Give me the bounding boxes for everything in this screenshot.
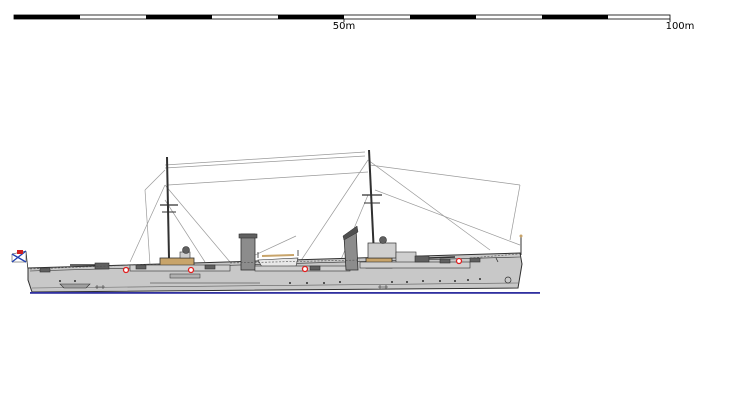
scale-segment — [542, 15, 608, 19]
lifebuoy-icon — [301, 265, 309, 273]
scale-bar: 50m 100m — [13, 14, 695, 32]
searchlight-icon — [182, 246, 190, 254]
superstructure — [29, 225, 519, 274]
lifeboat — [257, 257, 299, 268]
searchlight-icon — [379, 236, 387, 244]
scale-segment — [14, 15, 80, 19]
lifebuoy-icon — [122, 266, 130, 274]
scale-segment — [278, 15, 344, 19]
scale-segment — [146, 15, 212, 19]
fore-mast — [166, 156, 170, 259]
stern-flag — [11, 250, 29, 271]
lifebuoy-icon — [455, 257, 463, 265]
lifebuoy-icon — [187, 266, 195, 274]
scale-label-end: 100m — [666, 21, 695, 32]
lifebuoys — [122, 257, 463, 274]
masts — [160, 149, 523, 259]
deck-guns — [39, 255, 481, 273]
fore-funnel — [240, 233, 256, 271]
waterline — [30, 292, 540, 294]
scale-label-mid: 50m — [333, 21, 355, 32]
scale-segment — [410, 15, 476, 19]
